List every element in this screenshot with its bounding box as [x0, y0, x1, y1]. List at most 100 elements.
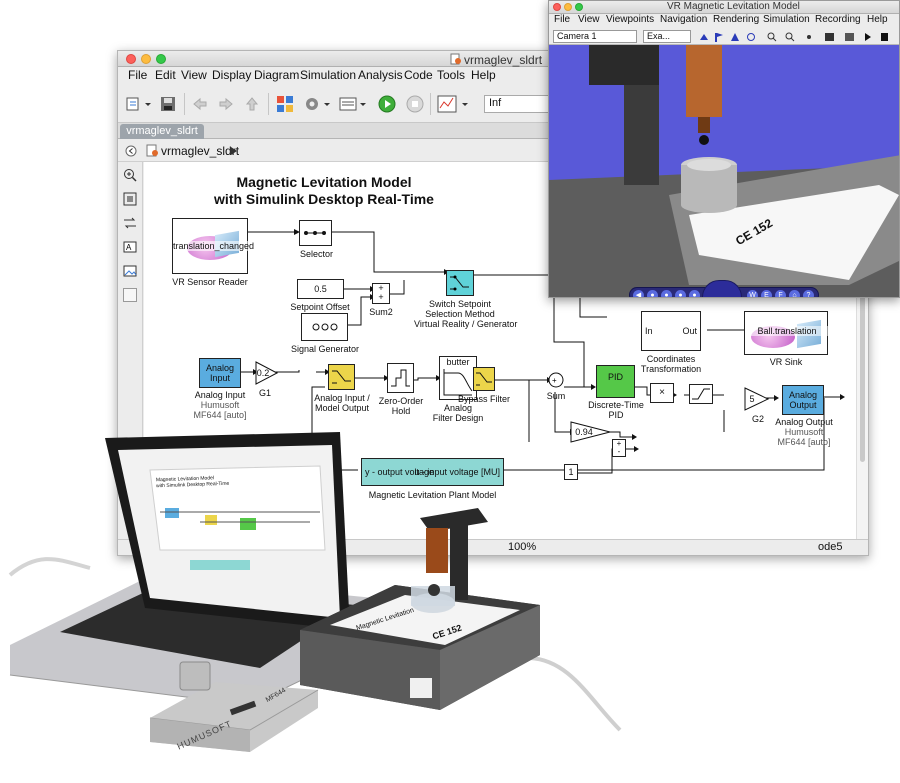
vr-sensor-reader-block[interactable]: translation_changed [172, 218, 254, 274]
g2-value: 5 [749, 394, 755, 404]
vr-sink-block[interactable]: Ball.translation [744, 311, 829, 355]
arrows-icon[interactable] [123, 216, 137, 230]
vr-menu-bar: File View Viewpoints Navigation Renderin… [549, 14, 899, 28]
run-button[interactable] [376, 93, 398, 115]
setpoint-offset-label: Setpoint Offset [290, 302, 350, 312]
menu-help[interactable]: Help [471, 68, 496, 82]
model-title: Magnetic Levitation Model with Simulink … [214, 174, 434, 207]
zoom-level: 100% [508, 541, 537, 553]
coordinates-transformation-block[interactable]: In Out [641, 311, 701, 351]
menu-view[interactable]: View [181, 68, 207, 82]
settings-gear-icon[interactable] [302, 93, 334, 115]
setpoint-offset-block[interactable]: 0.5 [297, 279, 344, 299]
vr-menu-help[interactable]: Help [867, 14, 888, 25]
solver-name: ode5 [818, 541, 843, 553]
pid-label: Discrete-Time PID [588, 400, 644, 420]
up-arrow-icon[interactable] [242, 93, 262, 115]
menu-diagram[interactable]: Diagram [254, 68, 300, 82]
zoom-in-icon[interactable] [123, 168, 137, 182]
laptop-model-title: Magnetic Levitation Model with Simulink … [155, 475, 230, 490]
sum2-block[interactable]: ++ [372, 283, 390, 304]
new-model-button[interactable] [124, 93, 154, 115]
plant-model-block[interactable]: y - output voltage u - input voltage [MU… [361, 458, 504, 486]
menu-display[interactable]: Display [212, 68, 252, 82]
back-arrow-icon[interactable] [190, 93, 210, 115]
scope-icon[interactable] [436, 93, 474, 115]
bypass-filter-block[interactable] [473, 367, 495, 391]
analog-filter-label: Analog Filter Design [432, 403, 484, 423]
vr-menu-navigation[interactable]: Navigation [660, 14, 708, 25]
zoom-window-button[interactable] [156, 54, 166, 64]
vr-zoom-button[interactable] [575, 3, 583, 11]
vr-sensor-reader-label: VR Sensor Reader [172, 277, 248, 287]
selector-block[interactable] [299, 220, 332, 246]
vr-scene [549, 45, 899, 297]
vr-menu-simulation[interactable]: Simulation [763, 14, 810, 25]
forward-arrow-icon[interactable] [216, 93, 236, 115]
breadcrumb[interactable]: vrmaglev_sldrt [161, 144, 240, 158]
gain-094-block[interactable] [570, 421, 612, 443]
signal-generator-block[interactable] [301, 313, 348, 341]
menu-tools[interactable]: Tools [437, 68, 466, 82]
area-icon[interactable] [123, 288, 137, 302]
stop-button[interactable] [404, 93, 426, 115]
g2-gain-block[interactable] [744, 387, 770, 411]
stop-time-input[interactable]: Inf [484, 95, 554, 113]
pid-block[interactable]: PID [596, 365, 635, 398]
viewpoint-select[interactable]: Camera 1 [553, 30, 637, 43]
product-block[interactable]: × [650, 383, 674, 403]
vr-toolbar: Camera 1 Exa... [549, 28, 899, 45]
model-explorer-icon[interactable] [338, 93, 370, 115]
switch-setpoint-label: Switch Setpoint Selection Method Virtual… [414, 299, 518, 329]
ai-model-switch-label: Analog Input / Model Output [314, 393, 370, 413]
sum-block[interactable]: + [548, 372, 564, 388]
vr-minimize-button[interactable] [564, 3, 572, 11]
plant-model-label: Magnetic Levitation Plant Model [368, 490, 497, 500]
switch-setpoint-block[interactable] [446, 270, 474, 296]
vr-menu-view[interactable]: View [578, 14, 600, 25]
close-window-button[interactable] [126, 54, 136, 64]
chevron-right-icon [230, 145, 238, 159]
menu-analysis[interactable]: Analysis [358, 68, 403, 82]
image-icon[interactable] [123, 264, 137, 278]
menu-simulation[interactable]: Simulation [300, 68, 357, 82]
saturation-block[interactable] [689, 384, 713, 404]
constant-one-block[interactable]: 1 [564, 464, 578, 480]
vr-menu-viewpoints[interactable]: Viewpoints [606, 14, 655, 25]
ai-model-switch-block[interactable] [328, 364, 355, 390]
menu-code[interactable]: Code [404, 68, 433, 82]
vr-close-button[interactable] [553, 3, 561, 11]
hide-browser-icon[interactable] [125, 145, 137, 160]
minimize-window-button[interactable] [141, 54, 151, 64]
fit-view-icon[interactable] [123, 192, 137, 206]
vr-toolbar-icons[interactable] [697, 31, 897, 43]
vr-menu-recording[interactable]: Recording [815, 14, 861, 25]
vr-menu-file[interactable]: File [554, 14, 571, 25]
sum-small-block[interactable]: +- [612, 439, 626, 457]
annotation-icon[interactable]: A [123, 240, 137, 254]
g2-label: G2 [751, 414, 764, 424]
svg-text:+: + [552, 376, 557, 385]
analog-output-label: Analog Output Humusoft MF644 [auto] [775, 417, 833, 447]
navigation-mode-select[interactable]: Exa... [643, 30, 691, 43]
menu-bar: File Edit View Display Diagram Simulatio… [118, 67, 868, 85]
analog-input-block[interactable]: Analog Input [199, 358, 241, 388]
menu-file[interactable]: File [128, 68, 148, 82]
library-browser-icon[interactable] [274, 93, 296, 115]
analog-output-block[interactable]: Analog Output [782, 385, 824, 415]
sum-label: Sum [546, 391, 566, 401]
model-icon [146, 144, 159, 160]
address-bar: vrmaglev_sldrt [118, 140, 868, 162]
menu-edit[interactable]: Edit [155, 68, 176, 82]
vr-title-bar: VR Magnetic Levitation Model [549, 1, 899, 14]
zero-order-hold-label: Zero-Order Hold [378, 396, 424, 416]
vr-menu-rendering[interactable]: Rendering [713, 14, 760, 25]
zero-order-hold-block[interactable] [387, 363, 414, 393]
save-icon[interactable] [158, 93, 178, 115]
tab-model[interactable]: vrmaglev_sldrt [120, 124, 204, 139]
g1-gain-block[interactable] [255, 361, 279, 385]
signal-generator-label: Signal Generator [290, 344, 360, 354]
model-file-icon [450, 53, 462, 68]
